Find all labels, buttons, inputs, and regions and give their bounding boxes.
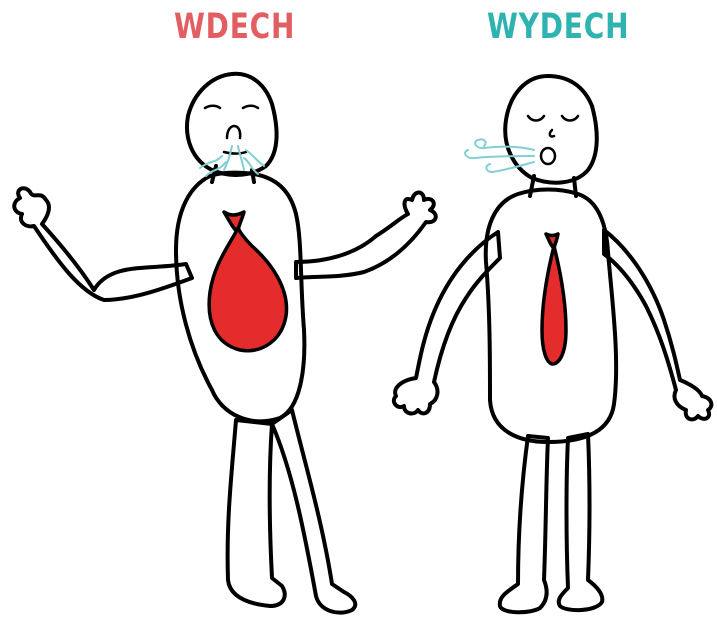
inhale-nose xyxy=(227,126,240,138)
inhale-right-leg xyxy=(272,410,355,613)
inhale-trachea xyxy=(224,212,244,232)
exhale-right-eye xyxy=(562,116,578,121)
exhale-left-eye xyxy=(528,116,544,121)
inhale-lungs xyxy=(209,228,286,351)
exhale-figure xyxy=(394,76,712,612)
inhale-left-eye xyxy=(205,106,220,108)
exhale-trachea xyxy=(546,234,558,248)
exhale-nose xyxy=(550,130,554,137)
exhale-mouth xyxy=(541,148,555,164)
inhale-mouth xyxy=(224,152,246,154)
exhale-left-leg xyxy=(500,436,548,612)
exhale-lungs xyxy=(542,246,566,364)
exhale-right-leg xyxy=(559,434,603,610)
inhale-right-arm xyxy=(296,193,436,279)
inhale-right-eye xyxy=(243,106,258,108)
inhale-figure xyxy=(14,74,436,613)
inhale-left-arm xyxy=(14,188,192,300)
exhale-breath-streams xyxy=(465,139,534,172)
inhale-left-leg xyxy=(228,420,285,606)
exhale-right-arm xyxy=(604,230,711,419)
inhale-head xyxy=(187,74,277,175)
